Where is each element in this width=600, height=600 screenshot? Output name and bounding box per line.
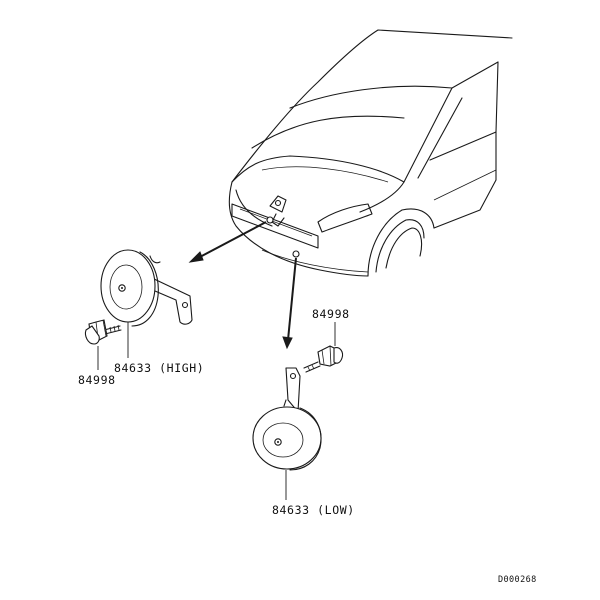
bolt-left (84, 319, 122, 345)
car-front-illustration (228, 29, 513, 277)
callout-horn-low: 84633 (LOW) (272, 503, 355, 517)
drawing-code: D000268 (498, 575, 537, 585)
callout-bolt-right: 84998 (312, 307, 350, 321)
horn-high (100, 249, 193, 327)
leader-lines (97, 322, 336, 500)
callout-horn-high: 84633 (HIGH) (114, 361, 204, 375)
callout-bolt-left: 84998 (78, 373, 116, 387)
horn-low (252, 367, 322, 471)
arrow-to-high-horn (197, 221, 267, 259)
arrow-to-low-horn (287, 257, 297, 341)
bolt-right (303, 345, 344, 373)
location-arrows (188, 221, 297, 350)
